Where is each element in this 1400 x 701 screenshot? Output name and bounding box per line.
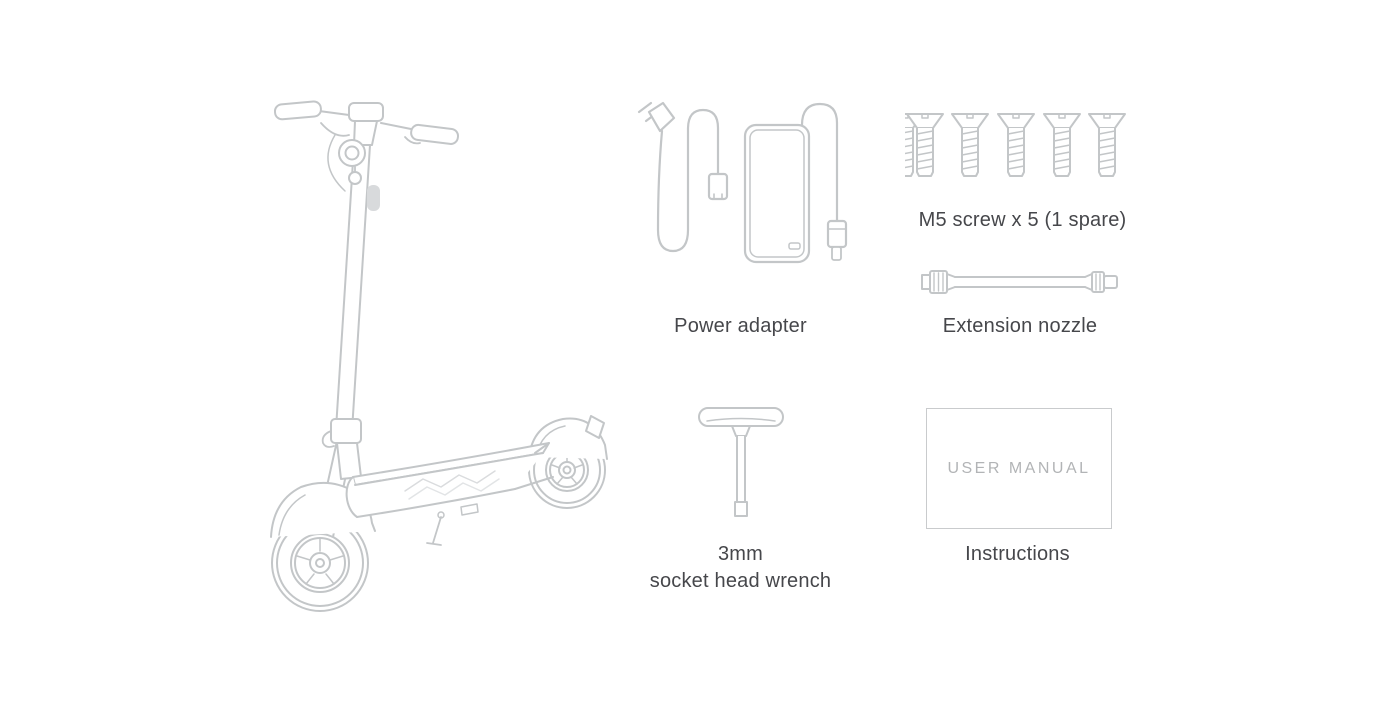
wrench-icon bbox=[698, 407, 784, 517]
wrench-illustration bbox=[695, 403, 787, 525]
wrench-label-line2: socket head wrench bbox=[649, 570, 832, 592]
power-adapter-illustration bbox=[618, 95, 863, 310]
user-manual-cover: USER MANUAL bbox=[926, 408, 1112, 529]
screws-illustration bbox=[905, 108, 1140, 188]
screws-label: M5 screw x 5 (1 spare) bbox=[918, 209, 1127, 231]
wrench-label: 3mm socket head wrench bbox=[608, 541, 873, 595]
extension-nozzle-icon bbox=[921, 270, 1118, 294]
wrench-label-line1: 3mm bbox=[717, 543, 764, 565]
power-adapter-label: Power adapter bbox=[674, 315, 807, 337]
screws-icon bbox=[905, 113, 1126, 177]
instructions-label: Instructions bbox=[965, 543, 1070, 565]
scooter-icon bbox=[270, 100, 608, 612]
scooter-illustration bbox=[255, 85, 620, 630]
user-manual-cover-text: USER MANUAL bbox=[947, 459, 1091, 477]
extension-nozzle-illustration bbox=[920, 265, 1120, 299]
extension-nozzle-label: Extension nozzle bbox=[942, 315, 1098, 337]
power-adapter-icon bbox=[637, 101, 848, 264]
